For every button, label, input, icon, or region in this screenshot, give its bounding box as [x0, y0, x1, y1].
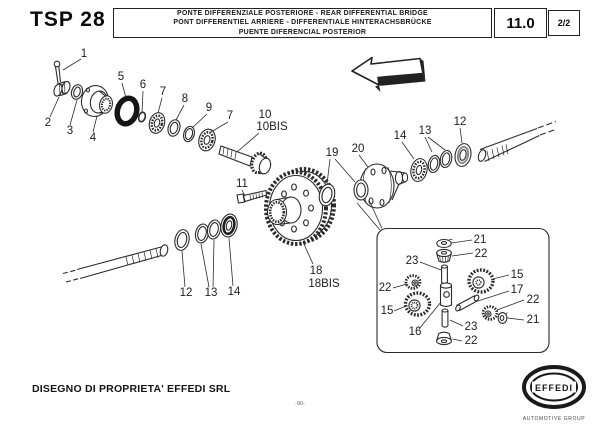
part-label-16: 16 [409, 326, 422, 338]
logo-text: EFFEDI [535, 383, 573, 393]
part-18-crown-gear [264, 167, 336, 246]
section-code-box: 11.0 [494, 8, 547, 38]
part-label-14-right: 14 [394, 130, 407, 142]
part-label-22-left: 22 [379, 282, 392, 294]
part-7-bearing-front [148, 112, 166, 134]
left-axle-shaft [62, 244, 169, 283]
part-label-5: 5 [118, 71, 124, 83]
part-2-bushing [53, 80, 71, 97]
part-12-seal-right [454, 143, 472, 167]
part-label-10bis: 10BIS [256, 121, 288, 133]
effedi-logo-icon: EFFEDI [522, 365, 586, 409]
part-label-19: 19 [326, 147, 339, 159]
part-20-differential-housing [353, 163, 409, 209]
part-label-23-top: 23 [406, 255, 419, 267]
part-label-22-top: 22 [475, 248, 488, 260]
title-line-2: PONT DIFFERENTIEL ARRIERE - DIFFERENTIAL… [173, 19, 432, 27]
part-label-18bis: 18BIS [308, 278, 340, 290]
part-label-23-bottom: 23 [465, 321, 478, 333]
part-label-15-right: 15 [511, 269, 524, 281]
part-label-1: 1 [81, 48, 87, 60]
part-14-bearing-bottom [220, 213, 238, 238]
part-4-flange [80, 85, 113, 117]
logo-subtext: AUTOMOTIVE GROUP [522, 416, 586, 422]
part-label-21-top: 21 [474, 234, 487, 246]
part-label-13-right: 13 [419, 125, 432, 137]
part-label-22-bottom: 22 [465, 335, 478, 347]
part-label-20: 20 [352, 143, 365, 155]
title-line-3: PUENTE DIFERENCIAL POSTERIOR [238, 28, 367, 36]
part-label-17: 17 [511, 284, 524, 296]
part-label-14-bottom: 14 [228, 286, 241, 298]
part-8-ring [167, 119, 181, 137]
part-label-9: 9 [206, 102, 212, 114]
part-label-10: 10 [259, 109, 272, 121]
part-10-pinion-shaft [218, 145, 272, 175]
part-label-22-right: 22 [527, 294, 540, 306]
part-label-11: 11 [236, 178, 248, 190]
part-6-oring [137, 111, 147, 123]
part-1-pin [53, 60, 62, 84]
part-14-bearing-right [410, 158, 428, 182]
inset-differential-internals [403, 238, 508, 346]
part-3-ring [70, 84, 84, 100]
page-number: -90- [295, 401, 305, 407]
part-9-ring [183, 125, 195, 143]
part-label-18: 18 [310, 265, 323, 277]
part-label-15-left: 15 [381, 305, 394, 317]
page-title: TSP 28 [30, 8, 106, 31]
title-line-1: PONTE DIFFERENZIALE POSTERIORE - REAR DI… [177, 9, 428, 17]
part-12-ring-bottom [174, 229, 190, 251]
callout-lines [356, 199, 383, 231]
part-label-3: 3 [67, 125, 73, 137]
part-5-seal [114, 95, 140, 127]
property-note: DISEGNO DI PROPRIETA' EFFEDI SRL [32, 383, 231, 395]
title-box: PONTE DIFFERENZIALE POSTERIORE - REAR DI… [113, 8, 492, 38]
part-label-7a: 7 [160, 86, 166, 98]
part-19-ring [318, 183, 336, 207]
direction-arrow-icon [351, 56, 426, 92]
right-axle-shaft [477, 120, 558, 162]
part-11-bolt [236, 189, 268, 204]
page-indicator-box: 2/2 [548, 10, 580, 36]
leader-lines [49, 58, 525, 342]
part-label-8: 8 [182, 93, 188, 105]
part-label-7b: 7 [227, 110, 233, 122]
part-13-rings-bottom [194, 219, 222, 244]
part-labels: 1 2 3 4 5 6 7 8 9 7 10 10BIS 11 19 20 14… [45, 48, 540, 347]
part-label-12-bottom: 12 [180, 287, 193, 299]
part-label-6: 6 [140, 79, 146, 91]
part-label-13-bottom: 13 [205, 287, 218, 299]
part-13-rings-right [427, 149, 453, 174]
part-label-21-right: 21 [527, 314, 540, 326]
part-label-12-right: 12 [454, 116, 467, 128]
company-logo: EFFEDI AUTOMOTIVE GROUP [514, 364, 594, 422]
part-7-bearing-rear [198, 128, 216, 152]
part-label-2: 2 [45, 117, 51, 129]
part-label-4: 4 [90, 132, 97, 144]
